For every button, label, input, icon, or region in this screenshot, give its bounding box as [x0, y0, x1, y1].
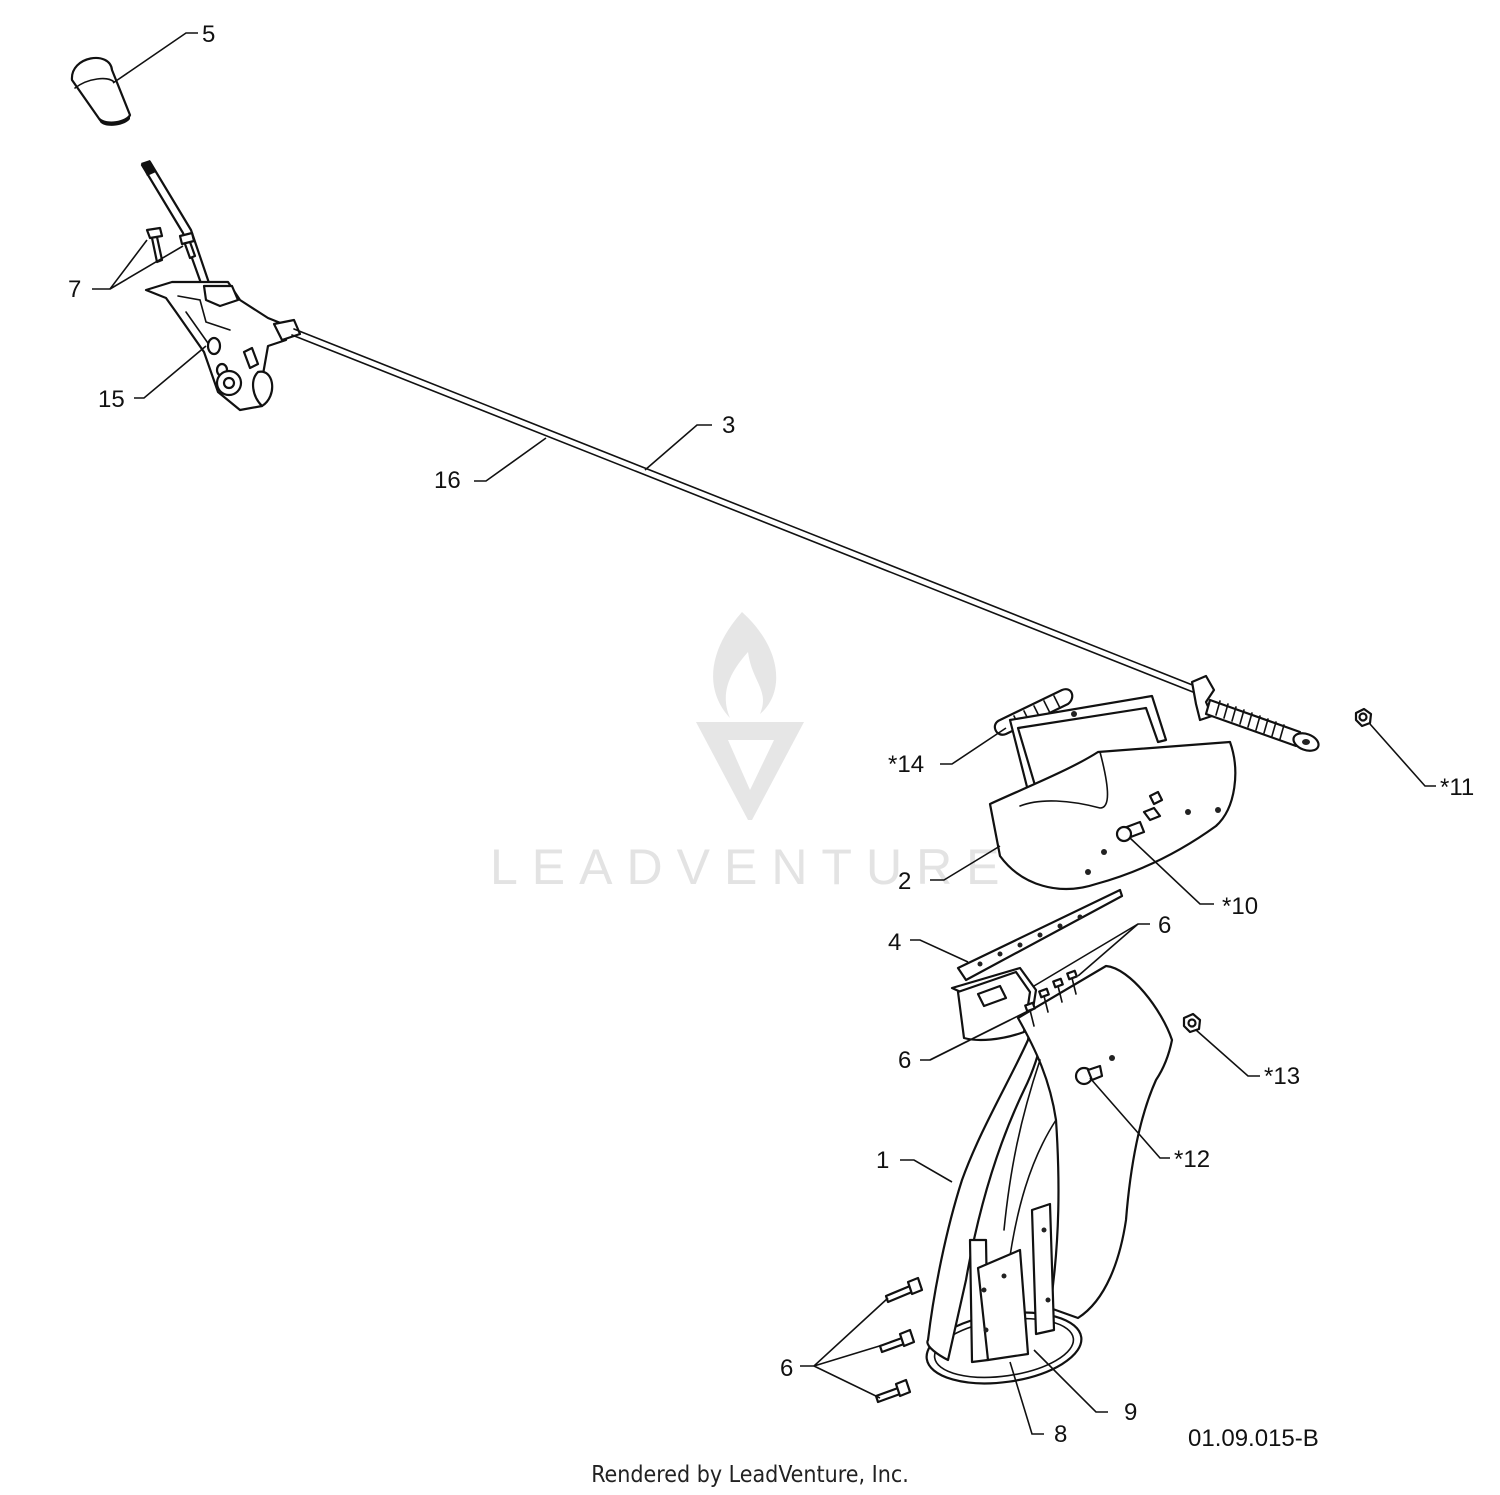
- leader-lines: [92, 32, 1436, 1435]
- callout-15: 15: [98, 386, 125, 413]
- callout-8: 8: [1054, 1421, 1067, 1448]
- callout-1: 1: [876, 1147, 889, 1174]
- footer-credit: Rendered by LeadVenture, Inc.: [591, 1462, 909, 1488]
- callout-12: *12: [1174, 1146, 1210, 1173]
- callout-6-bottom: 6: [780, 1355, 793, 1382]
- flame-v-logo-icon: [696, 612, 804, 820]
- callout-10: *10: [1222, 893, 1258, 920]
- callout-9: 9: [1124, 1399, 1137, 1426]
- callout-6-top: 6: [1158, 912, 1171, 939]
- part-deflector: [988, 694, 1237, 891]
- callout-13: *13: [1264, 1063, 1300, 1090]
- part-cable: [291, 328, 1201, 695]
- callouts: 5 7 15 3 16 *14 *11 2 *10 4 6 6 *13 *12 …: [68, 21, 1474, 1448]
- part-nut-11: [1354, 707, 1373, 728]
- part-nut-13: [1182, 1012, 1202, 1034]
- drawing-number: 01.09.015-B: [1188, 1425, 1319, 1452]
- part-cable-end-fitting: [1190, 674, 1320, 752]
- part-knob: [70, 56, 132, 126]
- part-bolts-bottom: [874, 1276, 924, 1404]
- callout-14: *14: [888, 751, 924, 778]
- callout-7: 7: [68, 276, 81, 303]
- watermark-text: LEADVENTURE: [490, 839, 1014, 895]
- callout-16: 16: [434, 467, 461, 494]
- callout-4: 4: [888, 929, 901, 956]
- part-strip: [956, 888, 1124, 982]
- part-bolts-top: [1024, 969, 1078, 1027]
- callout-6-mid: 6: [898, 1047, 911, 1074]
- part-shift-lever: [140, 160, 211, 288]
- callout-2: 2: [898, 868, 911, 895]
- part-chute: [925, 964, 1174, 1385]
- part-shift-bracket: [144, 280, 302, 412]
- callout-5: 5: [202, 21, 215, 48]
- part-bolts: [145, 226, 197, 264]
- watermark: LEADVENTURE: [490, 612, 1014, 895]
- callout-11: *11: [1440, 774, 1474, 801]
- callout-3: 3: [722, 412, 735, 439]
